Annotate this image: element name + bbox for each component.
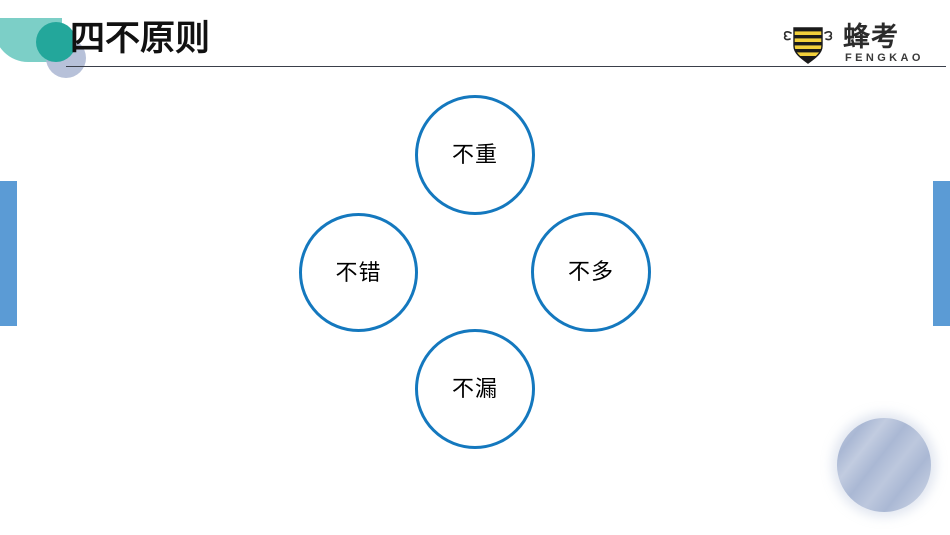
bee-shield-icon	[783, 27, 833, 64]
brand-logo: 蜂考 FENGKAO	[777, 20, 947, 66]
principle-circle-right[interactable]: 不多	[531, 212, 651, 332]
logo-cn-text: 蜂考	[843, 22, 899, 52]
page-title: 四不原则	[70, 19, 211, 58]
teal-circle-decoration	[36, 22, 76, 62]
principle-circle-left[interactable]: 不错	[299, 213, 418, 332]
right-accent-bar	[933, 181, 950, 326]
logo-wordmark: 蜂考 FENGKAO	[843, 20, 947, 66]
header-divider	[66, 66, 946, 67]
principle-label-bottom: 不漏	[451, 376, 498, 401]
principle-label-left: 不错	[335, 259, 382, 285]
left-accent-bar	[0, 181, 17, 326]
logo-wordmark-graphic: 蜂考 FENGKAO	[843, 22, 924, 64]
principle-circle-bottom[interactable]: 不漏	[415, 329, 535, 449]
soft-blue-circle-decoration	[837, 418, 931, 512]
principle-circle-top[interactable]: 不重	[415, 95, 535, 215]
principle-label-top: 不重	[451, 142, 498, 167]
logo-en-text: FENGKAO	[845, 52, 924, 64]
principle-label-right: 不多	[567, 259, 614, 284]
